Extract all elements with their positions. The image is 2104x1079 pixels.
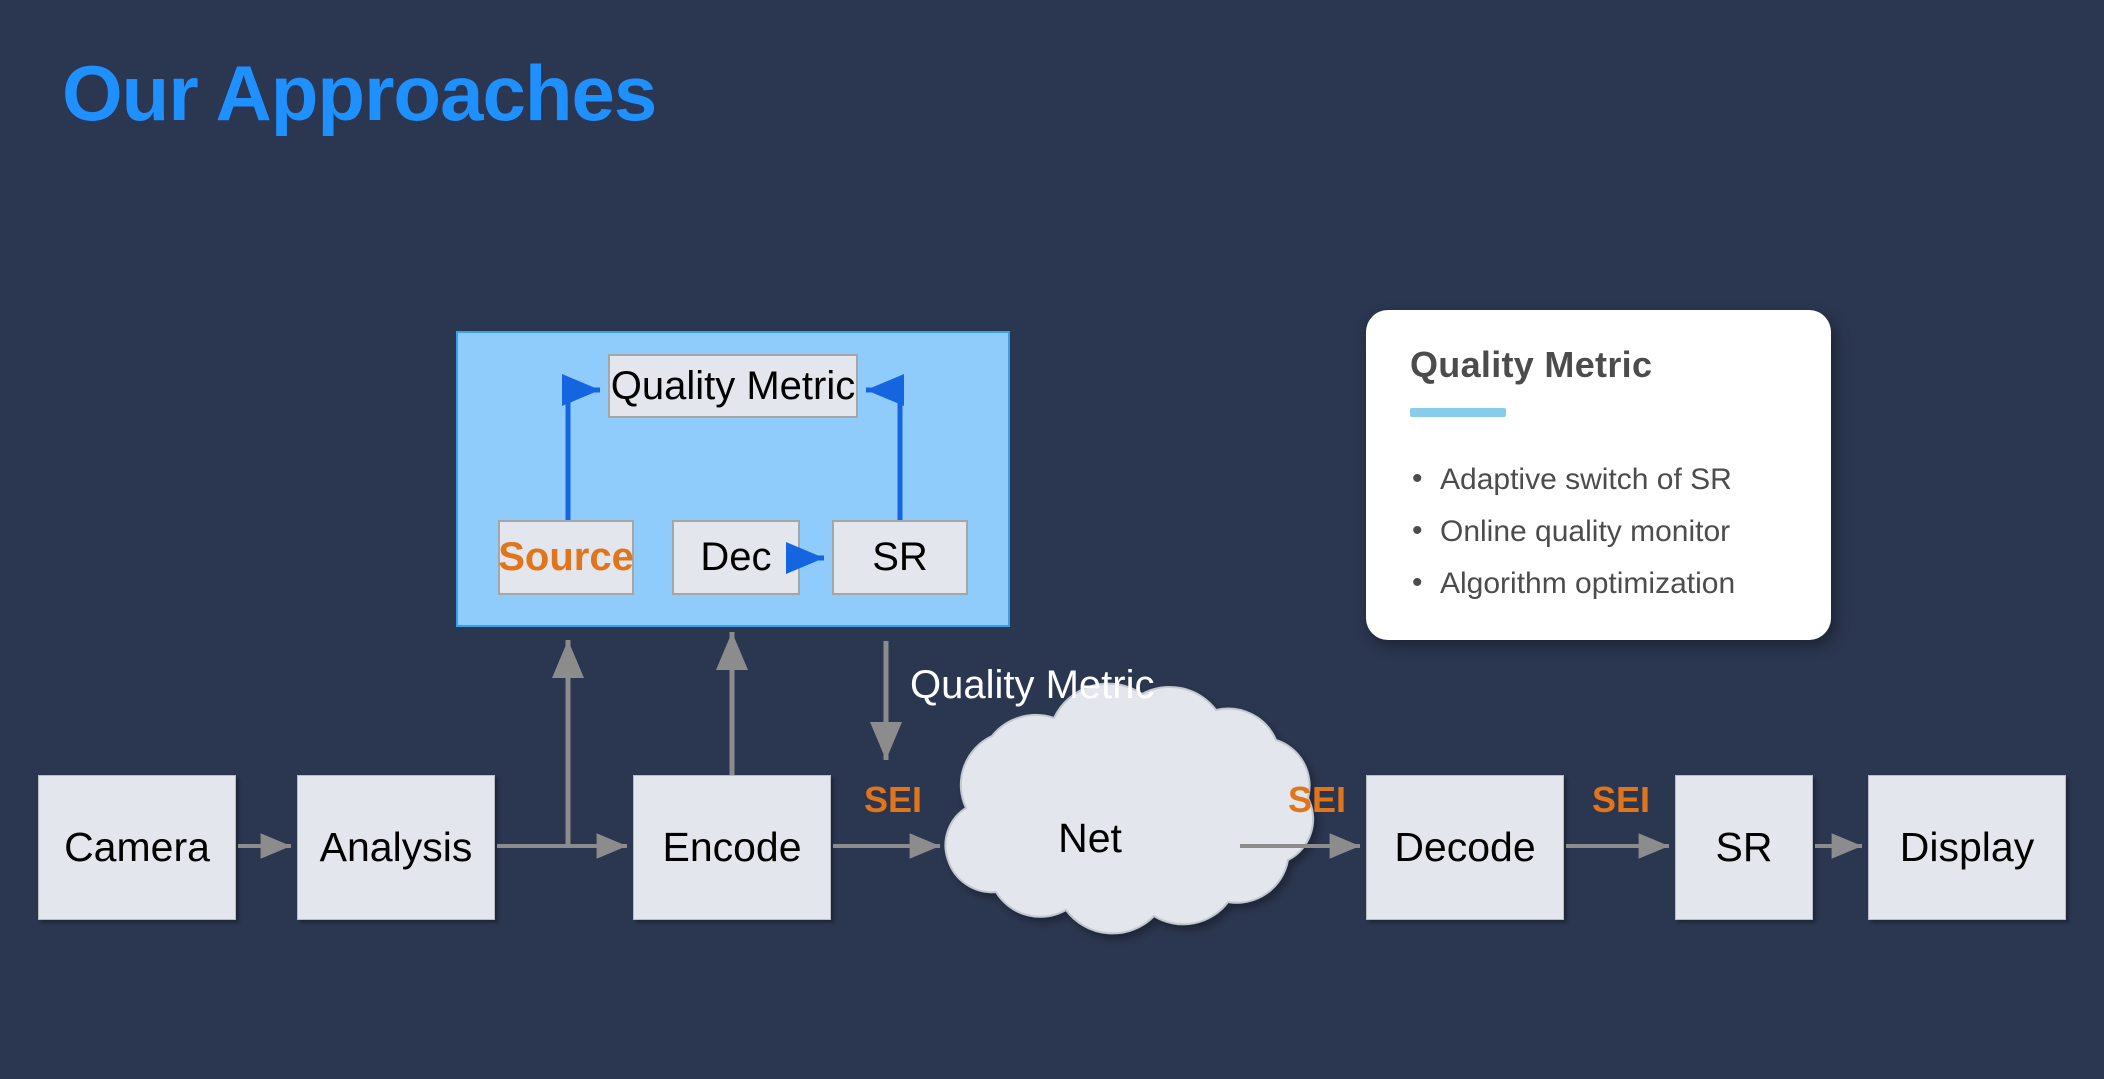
- pipeline-box-encode[interactable]: Encode: [633, 775, 831, 920]
- list-item-label: Online quality monitor: [1440, 515, 1731, 548]
- panel-box-sr[interactable]: SR: [832, 520, 968, 595]
- pipeline-box-camera[interactable]: Camera: [38, 775, 236, 920]
- pipeline-box-decode[interactable]: Decode: [1366, 775, 1564, 920]
- pipeline-box-display[interactable]: Display: [1868, 775, 2066, 920]
- net-cloud-icon: [944, 682, 1315, 935]
- pipeline-box-sr[interactable]: SR: [1675, 775, 1813, 920]
- list-item-label: Algorithm optimization: [1440, 567, 1736, 600]
- card-bullet-list: • Adaptive switch of SR • Online quality…: [1410, 462, 1791, 601]
- list-item: • Adaptive switch of SR: [1410, 462, 1791, 497]
- bullet-icon: •: [1412, 514, 1423, 547]
- page-title: Our Approaches: [62, 49, 657, 137]
- card-accent-rule: [1410, 408, 1506, 417]
- pipeline-node-net[interactable]: Net: [1058, 815, 1122, 861]
- list-item: • Algorithm optimization: [1410, 566, 1791, 601]
- panel-box-quality-metric[interactable]: Quality Metric: [608, 354, 858, 418]
- pipeline-box-analysis[interactable]: Analysis: [297, 775, 495, 920]
- bullet-icon: •: [1412, 566, 1423, 599]
- sei-label-net: SEI: [1288, 779, 1347, 820]
- quality-metric-card: Quality Metric • Adaptive switch of SR •…: [1366, 310, 1831, 640]
- card-title: Quality Metric: [1410, 344, 1653, 385]
- list-item-label: Adaptive switch of SR: [1440, 463, 1732, 496]
- quality-metric-flow-label: Quality Metric: [910, 663, 1155, 707]
- panel-box-source[interactable]: Source: [498, 520, 634, 595]
- bullet-icon: •: [1412, 462, 1423, 495]
- sei-label-encode: SEI: [864, 779, 923, 820]
- panel-box-dec[interactable]: Dec: [672, 520, 800, 595]
- sei-label-decode: SEI: [1592, 779, 1651, 820]
- list-item: • Online quality monitor: [1410, 514, 1791, 549]
